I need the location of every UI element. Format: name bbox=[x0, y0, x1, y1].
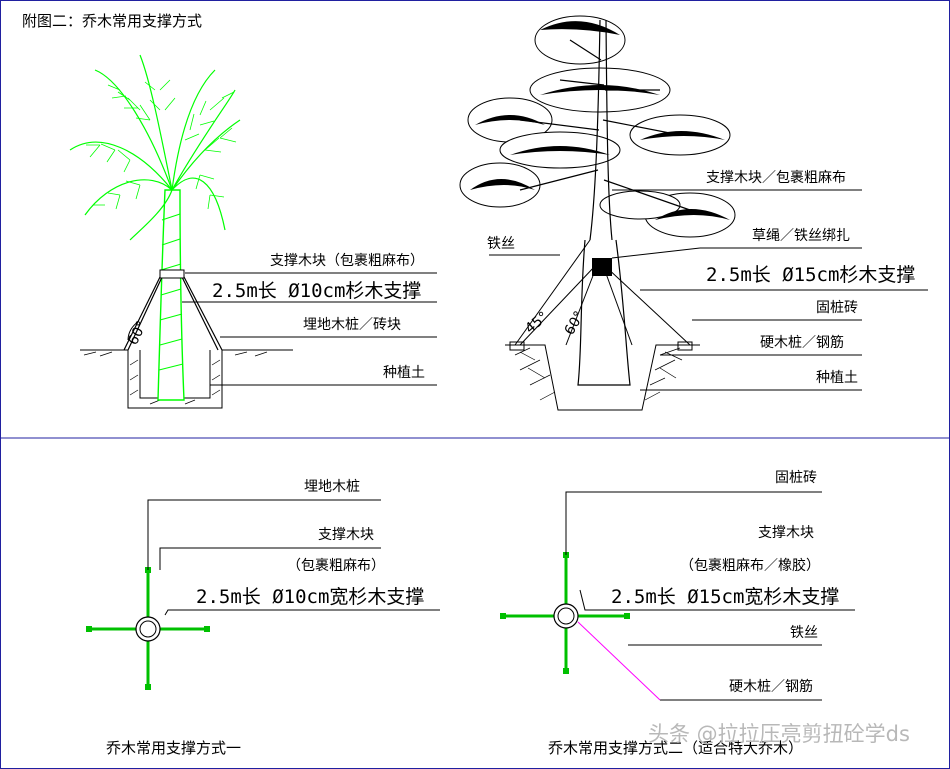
label-planting-soil-right: 种植土 bbox=[816, 370, 858, 386]
plan-two-caption: 乔木常用支撑方式二（适合特大乔木） bbox=[548, 739, 803, 757]
label-hardwood-stake: 硬木桩／钢筋 bbox=[760, 334, 844, 351]
palm-fronds bbox=[69, 54, 241, 241]
plan-two-label-wire: 铁丝 bbox=[790, 625, 818, 641]
plan-two-leaders bbox=[565, 491, 855, 701]
plan-one-label-block: 支撑木块 bbox=[318, 527, 374, 543]
plan-view-two bbox=[500, 491, 855, 701]
support-lines bbox=[514, 239, 691, 346]
canopy-shading bbox=[470, 21, 730, 220]
right-leaders bbox=[489, 189, 928, 391]
plan-one-label-support: 2.5m长 Ø10cm宽杉木支撑 bbox=[196, 586, 424, 608]
left-leaders bbox=[182, 272, 437, 386]
support-block bbox=[159, 269, 185, 279]
large-tree-elevation: 45° 60° bbox=[459, 15, 736, 411]
palm-trunk-rings bbox=[158, 213, 184, 371]
angle-45-label: 45° bbox=[522, 309, 551, 337]
angle-60-label: 60° bbox=[125, 318, 150, 347]
plan-one-trunk-inner bbox=[139, 620, 157, 638]
palm-leaflets bbox=[86, 79, 237, 210]
label-wire: 铁丝 bbox=[487, 236, 515, 252]
plan-one-label-wrap: （包裹粗麻布） bbox=[287, 558, 385, 574]
pit-brick-hatch bbox=[514, 347, 683, 401]
label-buried-stake: 埋地木桩／砖块 bbox=[303, 316, 401, 333]
plan-two-label-wrap: （包裹粗麻布／橡胶） bbox=[680, 557, 820, 574]
plan-one-leaders bbox=[147, 499, 440, 616]
plan-view-one bbox=[86, 499, 440, 690]
palm-trunk bbox=[157, 189, 185, 401]
label-fixing-brick: 固桩砖 bbox=[816, 299, 858, 316]
watermark: 头条 @拉拉压亮剪扭砼学ds bbox=[648, 722, 910, 746]
label-support-pole-15: 2.5m长 Ø15cm杉木支撑 bbox=[706, 264, 915, 286]
rope-wrap bbox=[592, 258, 612, 276]
plan-two-label-block: 支撑木块 bbox=[758, 525, 814, 541]
planting-pit-outline bbox=[80, 349, 293, 409]
plan-two-wire-line bbox=[577, 621, 661, 701]
support-poles bbox=[123, 274, 223, 351]
plan-one-caption: 乔木常用支撑方式一 bbox=[106, 739, 241, 757]
plan-two-trunk-inner bbox=[557, 607, 575, 625]
label-rope-binding: 草绳／铁丝绑扎 bbox=[752, 228, 850, 244]
plan-two-label-brick: 固桩砖 bbox=[775, 469, 817, 486]
label-block-burlap: 支撑木块／包裹粗麻布 bbox=[706, 170, 846, 186]
angle-arc-60 bbox=[127, 321, 139, 341]
label-support-pole: 2.5m长 Ø10cm杉木支撑 bbox=[212, 280, 421, 302]
palm-tree-elevation: 60° bbox=[69, 54, 293, 409]
fixing-brick-right bbox=[677, 341, 693, 351]
tree-trunk bbox=[519, 19, 691, 386]
figure-title: 附图二：乔木常用支撑方式 bbox=[22, 12, 202, 30]
soil-hatch bbox=[83, 351, 268, 405]
plan-one-label-stake: 埋地木桩 bbox=[304, 478, 360, 495]
plan-two-label-stake: 硬木桩／钢筋 bbox=[729, 678, 813, 695]
tree-canopy bbox=[459, 15, 736, 238]
label-planting-soil: 种植土 bbox=[383, 365, 425, 381]
pit-outline bbox=[505, 344, 700, 411]
plan-two-label-support: 2.5m长 Ø15cm宽杉木支撑 bbox=[611, 586, 839, 608]
label-support-block: 支撑木块（包裹粗麻布） bbox=[270, 253, 424, 269]
angle-60-label-right: 60° bbox=[562, 308, 588, 338]
